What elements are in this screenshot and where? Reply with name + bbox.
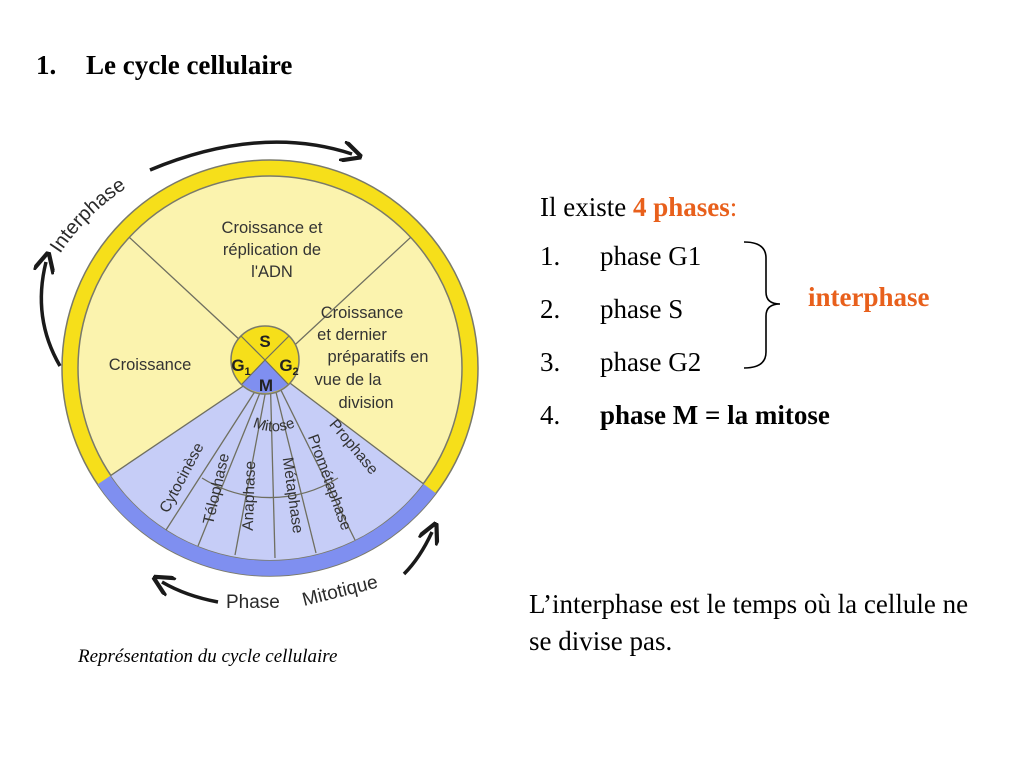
list-item-number: 1. (540, 241, 561, 271)
interphase-arrow-left (41, 262, 62, 367)
list-item: 4. phase M = la mitose (540, 397, 830, 450)
mitosis-sector (110, 368, 424, 560)
mitose-label: Mitose (251, 414, 297, 435)
title-text: Le cycle cellulaire (86, 50, 293, 80)
intro-suffix: : (729, 192, 738, 222)
intro-highlight: 4 phases (632, 192, 730, 222)
mitotic-arrow-left (162, 582, 219, 604)
mitotique-label: Mitotique (300, 572, 380, 611)
center-hub-m-segment (242, 360, 288, 393)
list-item-text: phase M = la mitose (600, 400, 830, 430)
hub-label-g2: G2 (279, 356, 298, 378)
list-item-number: 2. (540, 294, 561, 324)
sector-top-line-2: réplication de (223, 241, 321, 259)
sector-left-label: Croissance (109, 356, 192, 374)
intro-prefix: Il existe (540, 192, 633, 222)
cell-cycle-diagram: Croissance et réplication de l'ADN Crois… (20, 140, 479, 613)
interphase-arrow-top (149, 140, 352, 172)
list-item-text: phase S (600, 294, 684, 324)
sector-right-line-4: vue de la (315, 371, 383, 389)
list-item-number: 3. (540, 347, 561, 377)
sector-right-line-3: préparatifs en (328, 348, 429, 366)
sector-top-line-3: l'ADN (251, 263, 293, 281)
phase-label: Phase (226, 592, 280, 613)
hub-label-s: S (259, 332, 270, 351)
list-item-number: 4. (540, 400, 561, 430)
list-item-text: phase G2 (600, 347, 702, 377)
sector-top-line-1: Croissance et (222, 219, 323, 237)
list-item: 2. phase S (540, 291, 830, 344)
list-item: 3. phase G2 (540, 344, 830, 397)
interphase-brace (743, 241, 781, 369)
slide-title: 1. Le cycle cellulaire (36, 50, 292, 81)
diagram-caption: Représentation du cycle cellulaire (78, 646, 338, 667)
mitotic-arrow-right (402, 532, 432, 576)
hub-label-m: M (259, 376, 273, 395)
title-number: 1. (36, 50, 57, 80)
interphase-label: interphase (808, 282, 930, 312)
list-item-text: phase G1 (600, 241, 702, 271)
phases-intro: Il existe 4 phases: (540, 192, 737, 223)
hub-label-g1: G1 (231, 356, 250, 378)
list-item: 1. phase G1 (540, 238, 830, 291)
phase-list: 1. phase G1 2. phase S 3. phase G2 4. phase … (540, 238, 830, 450)
sector-right-line-2: et dernier (317, 326, 387, 344)
hub-dividers (240, 335, 290, 385)
sector-right-line-5: division (338, 394, 393, 412)
mitosis-phase-anaphase: Anaphase (240, 461, 259, 531)
mitosis-inner-arc (201, 477, 339, 499)
sector-right-line-1: Croissance (321, 304, 404, 322)
interphase-note: L’interphase est le temps où la cellule … (529, 589, 969, 656)
